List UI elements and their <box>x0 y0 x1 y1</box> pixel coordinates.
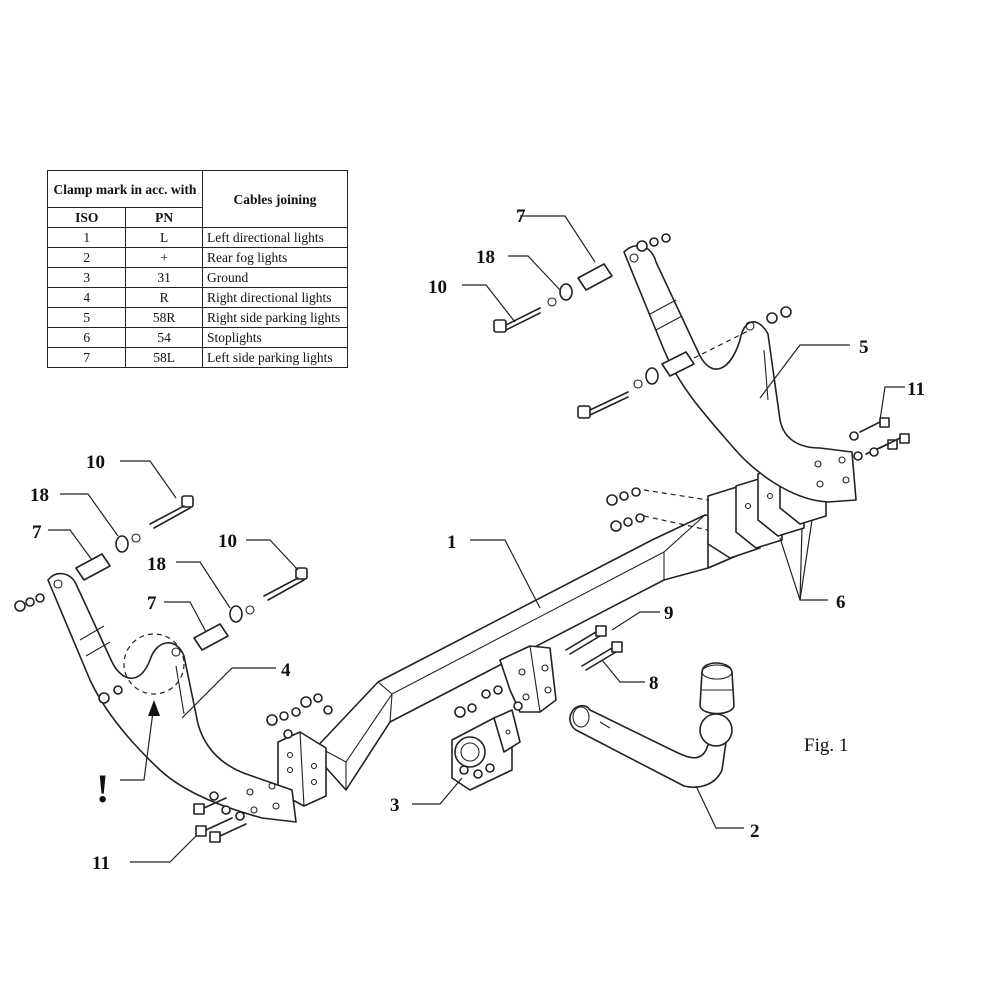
figure-label: Fig. 1 <box>804 735 848 756</box>
cell-desc: Left side parking lights <box>201 347 349 368</box>
callout-2: 2 <box>750 821 760 842</box>
callout-3: 3 <box>390 795 400 816</box>
right-side-arm <box>623 244 857 503</box>
header-clamp-mark: Clamp mark in acc. with <box>47 170 203 208</box>
socket-plate <box>451 709 521 791</box>
callout-4: 4 <box>281 660 291 681</box>
cell-desc: Ground <box>201 267 349 288</box>
callout-11-left: 11 <box>92 853 110 874</box>
callout-7-left-top: 7 <box>32 522 42 543</box>
callout-7-left-mid: 7 <box>147 593 157 614</box>
header-cables-joining: Cables joining <box>201 170 349 228</box>
table-subheader-row: ISO PN <box>46 207 348 228</box>
cable-joining-table: Clamp mark in acc. with Cables joining I… <box>46 170 349 368</box>
cell-pn: 58L <box>125 347 203 368</box>
ball-mount-bracket <box>499 645 557 713</box>
fasteners <box>14 233 910 843</box>
callout-10-left-top: 10 <box>86 452 105 473</box>
callout-18-left-top: 18 <box>30 485 49 506</box>
cell-desc: Stoplights <box>201 327 349 348</box>
cell-iso: 7 <box>46 347 127 368</box>
callout-11-right: 11 <box>907 379 925 400</box>
cell-desc: Right side parking lights <box>201 307 349 328</box>
callout-10-left-mid: 10 <box>218 531 237 552</box>
callout-6: 6 <box>836 592 846 613</box>
callouts: 1 2 3 4 5 6 7 7 7 8 9 10 10 10 11 11 18 … <box>30 206 925 874</box>
left-side-arm <box>47 572 297 823</box>
cell-desc: Left directional lights <box>201 227 349 248</box>
tow-ball-neck <box>569 662 735 788</box>
callout-18-right: 18 <box>476 247 495 268</box>
table-header-row: Clamp mark in acc. with Cables joining <box>47 170 349 228</box>
callout-7-right: 7 <box>516 206 526 227</box>
cell-desc: Rear fog lights <box>201 247 349 268</box>
callout-1: 1 <box>447 532 457 553</box>
table-row: 2+Rear fog lights <box>46 247 349 268</box>
callout-5: 5 <box>859 337 869 358</box>
callout-18-left-mid: 18 <box>147 554 166 575</box>
warning-mark: ! <box>96 766 109 811</box>
callout-10-right: 10 <box>428 277 447 298</box>
leader-lines <box>48 215 905 863</box>
callout-9: 9 <box>664 603 674 624</box>
cell-desc: Right directional lights <box>201 287 349 308</box>
callout-8: 8 <box>649 673 659 694</box>
cell-pn: 58R <box>125 307 203 328</box>
